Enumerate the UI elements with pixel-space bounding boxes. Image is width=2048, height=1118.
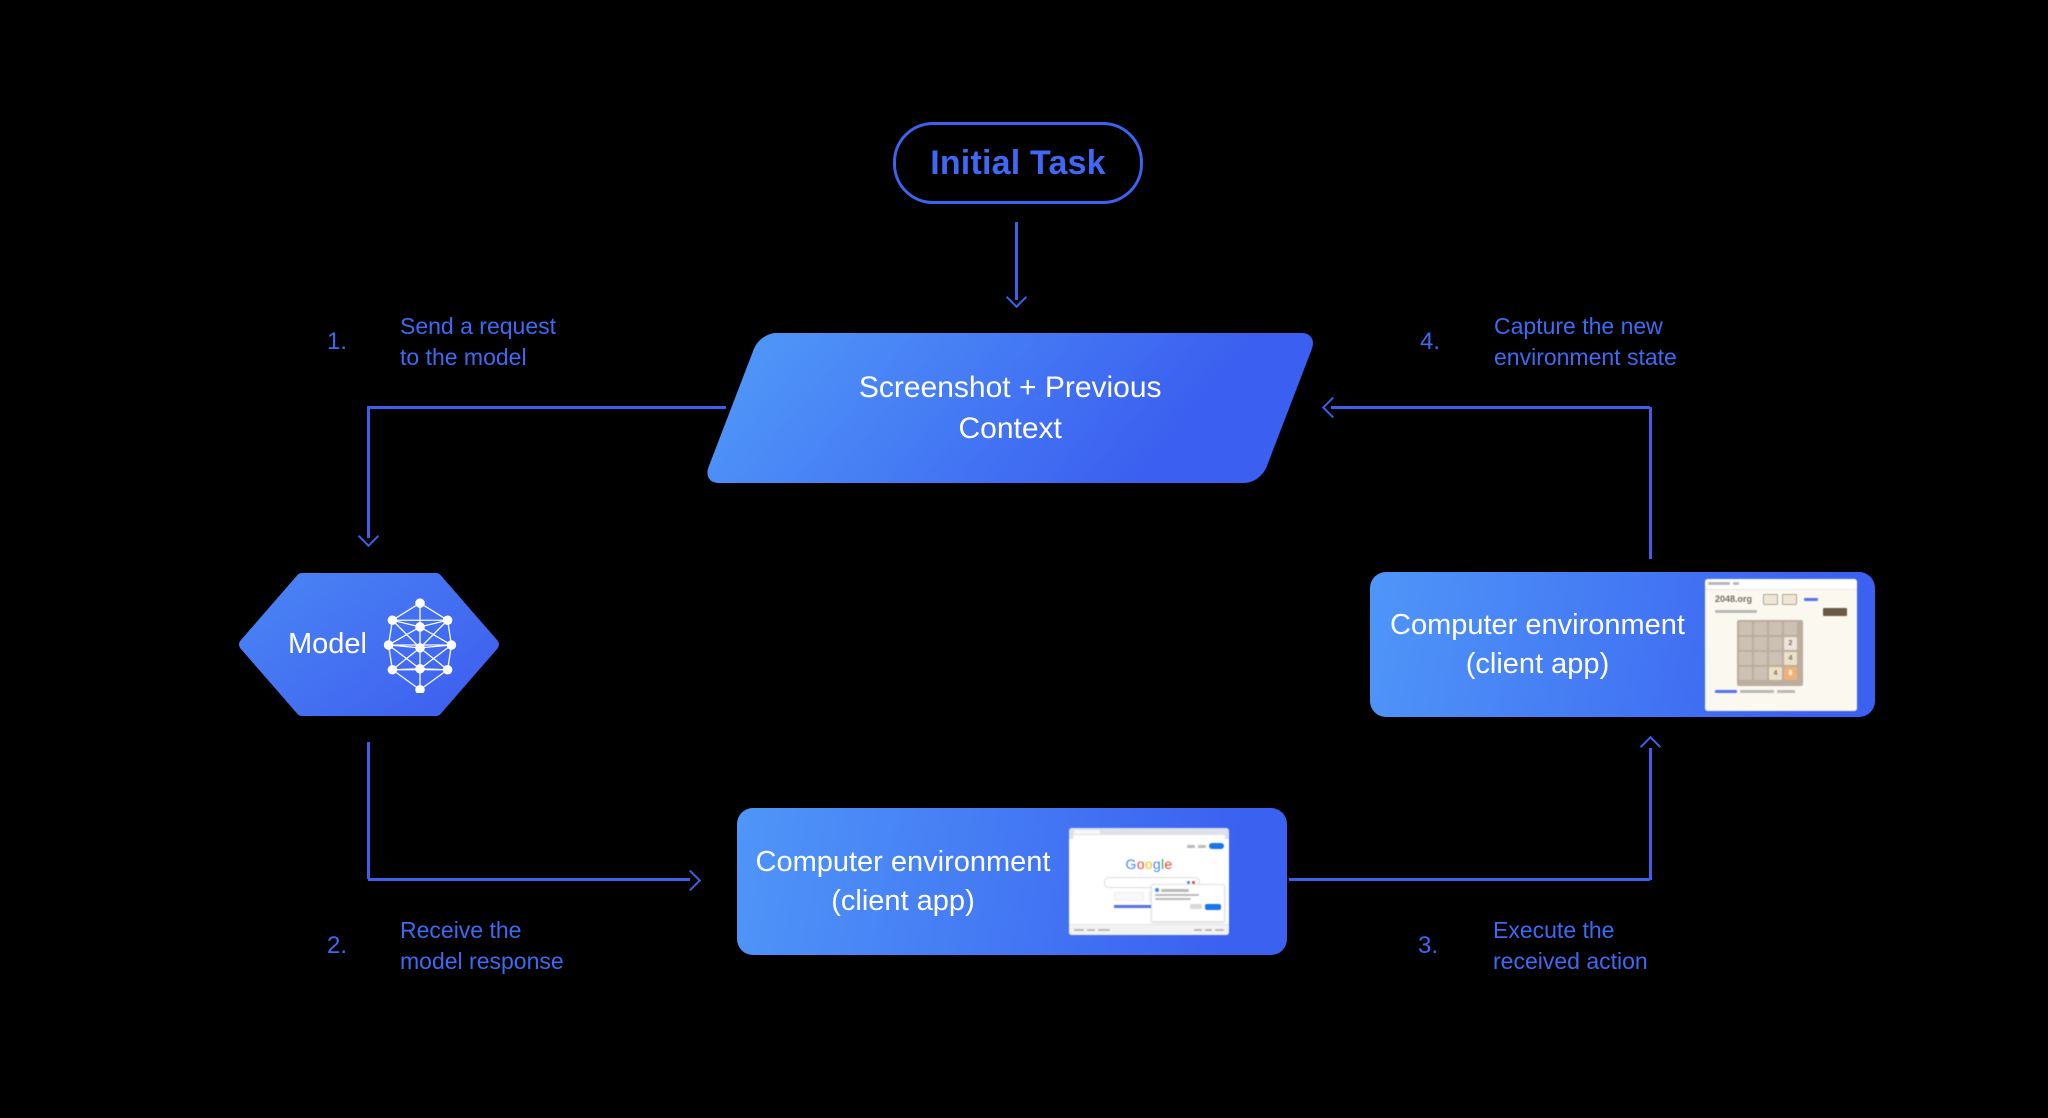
browser-tab [1074, 830, 1100, 834]
model-node: Model [238, 572, 500, 717]
decor-bar [1777, 689, 1795, 693]
new-game-button [1823, 607, 1847, 616]
tile-4: 4 [1769, 666, 1782, 680]
computer-env-node-right: Computer environment (client app) 2048.o… [1370, 572, 1875, 717]
tile-8: 8 [1784, 666, 1797, 680]
decor-bar [1215, 928, 1224, 932]
step-4-number: 4. [1420, 328, 1441, 355]
decor-bar [1733, 582, 1739, 585]
google-offered-in-link [1114, 905, 1184, 908]
step-1-number: 1. [327, 328, 348, 355]
step-2-number: 2. [327, 932, 348, 959]
tile-2: 2 [1784, 636, 1797, 650]
arrow-task-to-screenshot-head [1005, 286, 1028, 309]
neural-network-icon [383, 597, 457, 693]
arrow-model-to-env-vline [367, 742, 370, 879]
browser-chrome [1705, 578, 1857, 590]
initial-task-label: Initial Task [930, 143, 1106, 182]
computer-env-node-bottom: Computer environment (client app) Google [737, 808, 1287, 955]
step-2-label: Receive the model response [400, 915, 564, 977]
decor-bar [1194, 928, 1202, 932]
g2048-site-title: 2048.org [1715, 594, 1753, 604]
screenshot-context-line1: Screenshot + Previous [858, 371, 1162, 404]
decor-bar [1198, 844, 1206, 848]
decor-link-bar [1715, 689, 1737, 693]
arrow-env-to-env-hline [1289, 878, 1650, 881]
decor-bar [1155, 894, 1199, 896]
arrow-env-to-screenshot-vline [1649, 407, 1652, 559]
arrow-env-to-screenshot-head [1321, 396, 1344, 419]
google-page: Google [1069, 839, 1229, 935]
step-3-label: Execute the received action [1493, 915, 1648, 977]
step-3-line2: received action [1493, 948, 1648, 974]
step-1-line2: to the model [400, 344, 527, 370]
decor-bar [1161, 888, 1189, 892]
signin-button [1209, 843, 1224, 849]
step-2-line1: Receive the [400, 917, 522, 943]
decor-bar [1804, 597, 1819, 601]
decor-bar [1708, 582, 1730, 585]
arrow-task-to-screenshot-line [1015, 222, 1018, 300]
decor-bar [1074, 928, 1084, 932]
decor-bar [1715, 610, 1757, 613]
arrow-env-to-env-head [1639, 735, 1662, 758]
tile-4: 4 [1784, 651, 1797, 665]
arrow-screenshot-to-model-vline [367, 406, 370, 538]
dialog-dismiss-button [1190, 904, 1202, 909]
google-footer [1069, 924, 1229, 935]
decor-bar [1740, 689, 1774, 693]
hexagon-shape [239, 573, 499, 716]
screenshot-context-node: Screenshot + Previous Context [702, 333, 1318, 483]
step-4-line2: environment state [1494, 344, 1677, 370]
decor-bar [1205, 928, 1212, 932]
step-3-number: 3. [1418, 932, 1439, 959]
mini-screenshot-google: Google [1069, 828, 1229, 935]
arrow-model-to-env-hline [368, 878, 690, 881]
step-1-label: Send a request to the model [400, 311, 556, 373]
arrow-env-to-screenshot-hline [1331, 406, 1650, 409]
browser-address-bar [1073, 835, 1225, 839]
google-logo: Google [1125, 856, 1173, 872]
arrow-env-to-env-vline [1649, 748, 1652, 880]
dialog-signin-button [1205, 904, 1221, 910]
initial-task-node: Initial Task [893, 122, 1143, 204]
env-right-line2: (client app) [1465, 647, 1610, 680]
step-4-line1: Capture the new [1494, 313, 1663, 339]
decor-bar [1098, 928, 1110, 932]
step-2-line2: model response [400, 948, 564, 974]
env-bottom-line2: (client app) [831, 884, 975, 917]
mic-icon [1187, 881, 1190, 884]
dialog-icon [1155, 888, 1159, 892]
browser-chrome [1069, 828, 1229, 839]
step-4-label: Capture the new environment state [1494, 311, 1677, 373]
screenshot-context-line2: Context [958, 412, 1062, 445]
step-1-line1: Send a request [400, 313, 557, 339]
best-box [1782, 593, 1798, 605]
decor-bar [1155, 898, 1191, 900]
env-bottom-line1: Computer environment [755, 845, 1051, 878]
decor-bar [1087, 928, 1095, 932]
step-3-line1: Execute the [1493, 917, 1615, 943]
decor-bar [1187, 844, 1195, 848]
lens-icon [1192, 881, 1195, 884]
signin-dialog [1151, 884, 1225, 922]
arrow-screenshot-to-model-head [357, 525, 380, 548]
arrow-screenshot-to-model-hline [368, 406, 726, 409]
score-box [1763, 593, 1779, 605]
arrow-model-to-env-head [679, 869, 702, 892]
google-search-button [1113, 892, 1144, 901]
model-label: Model [288, 628, 367, 660]
env-right-line1: Computer environment [1390, 608, 1685, 641]
